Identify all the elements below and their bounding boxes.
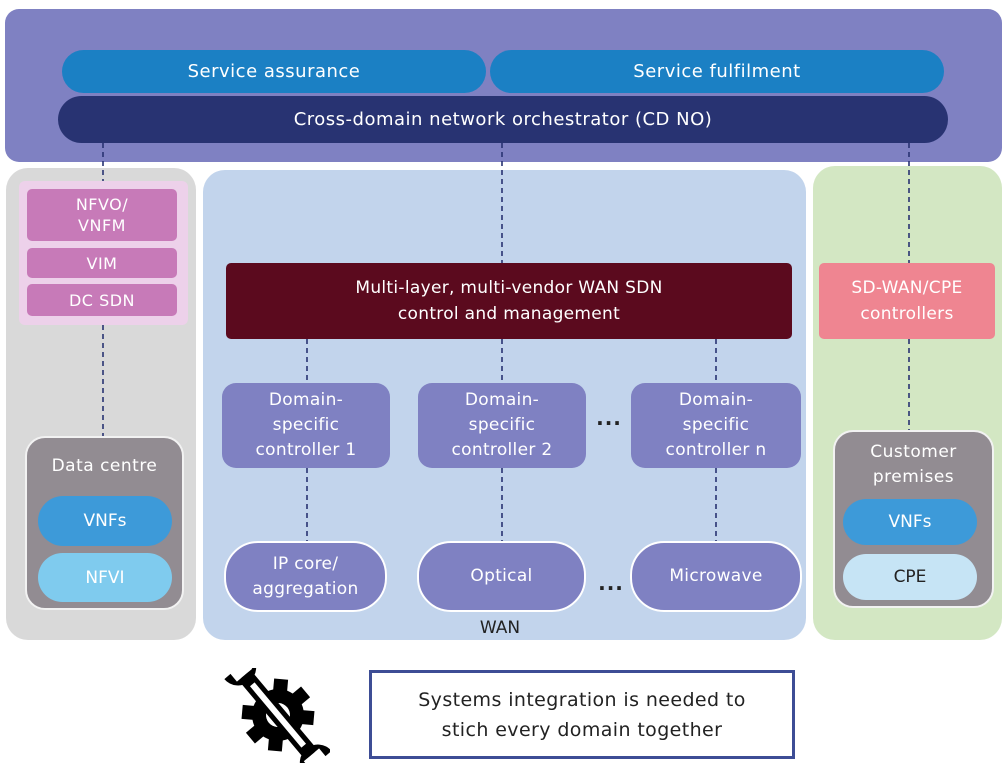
dc-vnfs-pill: VNFs <box>38 496 172 546</box>
optical-pill: Optical <box>417 541 586 612</box>
nfvo-vnfm-label: NFVO/ VNFM <box>75 195 129 235</box>
vim-label: VIM <box>86 253 118 273</box>
dc-vnfs-label: VNFs <box>83 511 127 531</box>
integration-note-text: Systems integration is needed to stich e… <box>418 688 746 741</box>
wan-sdn-control-label: Multi-layer, multi-vendor WAN SDN contro… <box>355 278 663 324</box>
data-centre-label: Data centre <box>51 456 158 476</box>
sdwan-cpe-controllers-box: SD-WAN/CPE controllers <box>819 263 995 339</box>
cp-vnfs-pill: VNFs <box>843 499 977 545</box>
cp-cpe-label: CPE <box>893 567 927 587</box>
orchestrator-label: Cross-domain network orchestrator (CD NO… <box>293 109 713 130</box>
ip-core-label: IP core/ aggregation <box>252 553 359 599</box>
wrench-gear-icon <box>224 668 330 763</box>
cp-vnfs-label: VNFs <box>888 512 932 532</box>
customer-premises-label: Customer premises <box>870 442 957 487</box>
service-assurance-box: Service assurance <box>62 50 486 93</box>
service-assurance-label: Service assurance <box>187 61 361 82</box>
domain-controller-2-label: Domain- specific controller 2 <box>451 390 553 460</box>
orchestrator-box: Cross-domain network orchestrator (CD NO… <box>58 96 948 143</box>
wan-sdn-control-box: Multi-layer, multi-vendor WAN SDN contro… <box>226 263 792 339</box>
microwave-label: Microwave <box>669 566 763 586</box>
wan-label: WAN <box>479 618 521 638</box>
ip-core-pill: IP core/ aggregation <box>224 541 387 612</box>
optical-label: Optical <box>470 566 533 586</box>
vim-box: VIM <box>27 248 177 278</box>
domain-controller-n: Domain- specific controller n <box>631 383 801 468</box>
service-fulfilment-box: Service fulfilment <box>490 50 944 93</box>
dc-nfvi-pill: NFVI <box>38 553 172 602</box>
infrastructure-ellipsis: ... <box>598 571 624 595</box>
microwave-pill: Microwave <box>630 541 802 612</box>
dc-sdn-box: DC SDN <box>27 284 177 316</box>
cp-cpe-pill: CPE <box>843 554 977 600</box>
domain-controller-1-label: Domain- specific controller 1 <box>255 390 357 460</box>
domain-controller-n-label: Domain- specific controller n <box>665 390 767 460</box>
dc-sdn-label: DC SDN <box>68 290 136 310</box>
controllers-ellipsis: ... <box>596 406 622 430</box>
domain-controller-1: Domain- specific controller 1 <box>222 383 390 468</box>
dc-nfvi-label: NFVI <box>85 567 125 588</box>
nfvo-vnfm-box: NFVO/ VNFM <box>27 189 177 241</box>
service-fulfilment-label: Service fulfilment <box>633 61 801 82</box>
domain-controller-2: Domain- specific controller 2 <box>418 383 586 468</box>
sdwan-cpe-controllers-label: SD-WAN/CPE controllers <box>851 278 963 324</box>
integration-note: Systems integration is needed to stich e… <box>369 670 795 759</box>
